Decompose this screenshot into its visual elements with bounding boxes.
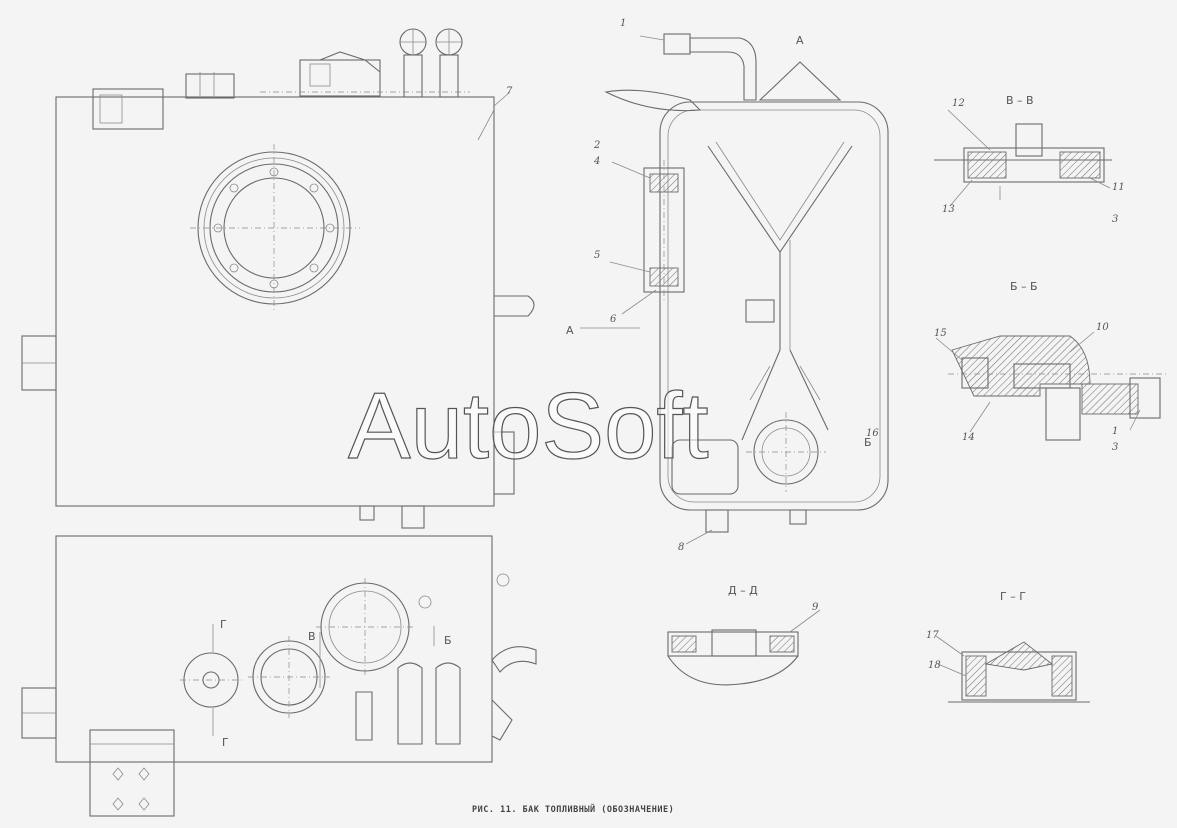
section-vv-title: В – В: [1006, 94, 1034, 107]
section-bb: [948, 335, 1168, 441]
mark-v: В: [308, 630, 316, 643]
callout-2: 2: [593, 140, 600, 151]
callout-9: 9: [812, 602, 819, 613]
leader-lines: [493, 35, 1141, 677]
callout-5: 5: [594, 250, 600, 261]
callout-4: 4: [593, 156, 600, 167]
section-dd: [667, 629, 799, 686]
view-a-top-label: А: [796, 34, 804, 47]
callout-8: 8: [678, 542, 684, 553]
section-vv: [934, 123, 1112, 200]
figure-caption: РИС. 11. БАК ТОПЛИВНЫЙ (ОБОЗНАЧЕНИЕ): [472, 803, 674, 815]
callout-7: 7: [506, 86, 513, 97]
callout-14: 14: [962, 432, 975, 443]
mark-g-left-bottom: Г: [222, 736, 229, 749]
view-a-side-label: А: [566, 324, 574, 337]
tank-side-view: [580, 33, 889, 533]
callout-17: 17: [926, 630, 939, 641]
callout-15: 15: [934, 328, 947, 339]
section-bb-title: Б – Б: [1010, 280, 1038, 293]
callout-13: 13: [942, 204, 955, 215]
callout-1: 1: [620, 18, 626, 29]
callout-6: 6: [610, 314, 617, 325]
section-dd-title: Д – Д: [728, 584, 758, 597]
callout-3-vv: 3: [1112, 214, 1118, 225]
callout-11: 11: [1112, 182, 1125, 193]
mark-b-bottom: Б: [444, 634, 452, 647]
callout-1-bb: 1: [1112, 426, 1118, 437]
callout-3-bb: 3: [1112, 442, 1118, 453]
callout-16: 16: [866, 428, 879, 439]
mark-b-right: Б: [864, 436, 872, 449]
mark-g-left: Г: [220, 618, 227, 631]
tank-top-view: [21, 28, 535, 529]
callout-12: 12: [952, 98, 965, 109]
section-gg-title: Г – Г: [1000, 590, 1026, 603]
callout-10: 10: [1096, 322, 1109, 333]
callout-18: 18: [928, 660, 941, 671]
tank-bottom-view: [21, 535, 537, 817]
watermark-text: AutoSoft: [348, 373, 709, 478]
section-gg: [948, 641, 1090, 703]
